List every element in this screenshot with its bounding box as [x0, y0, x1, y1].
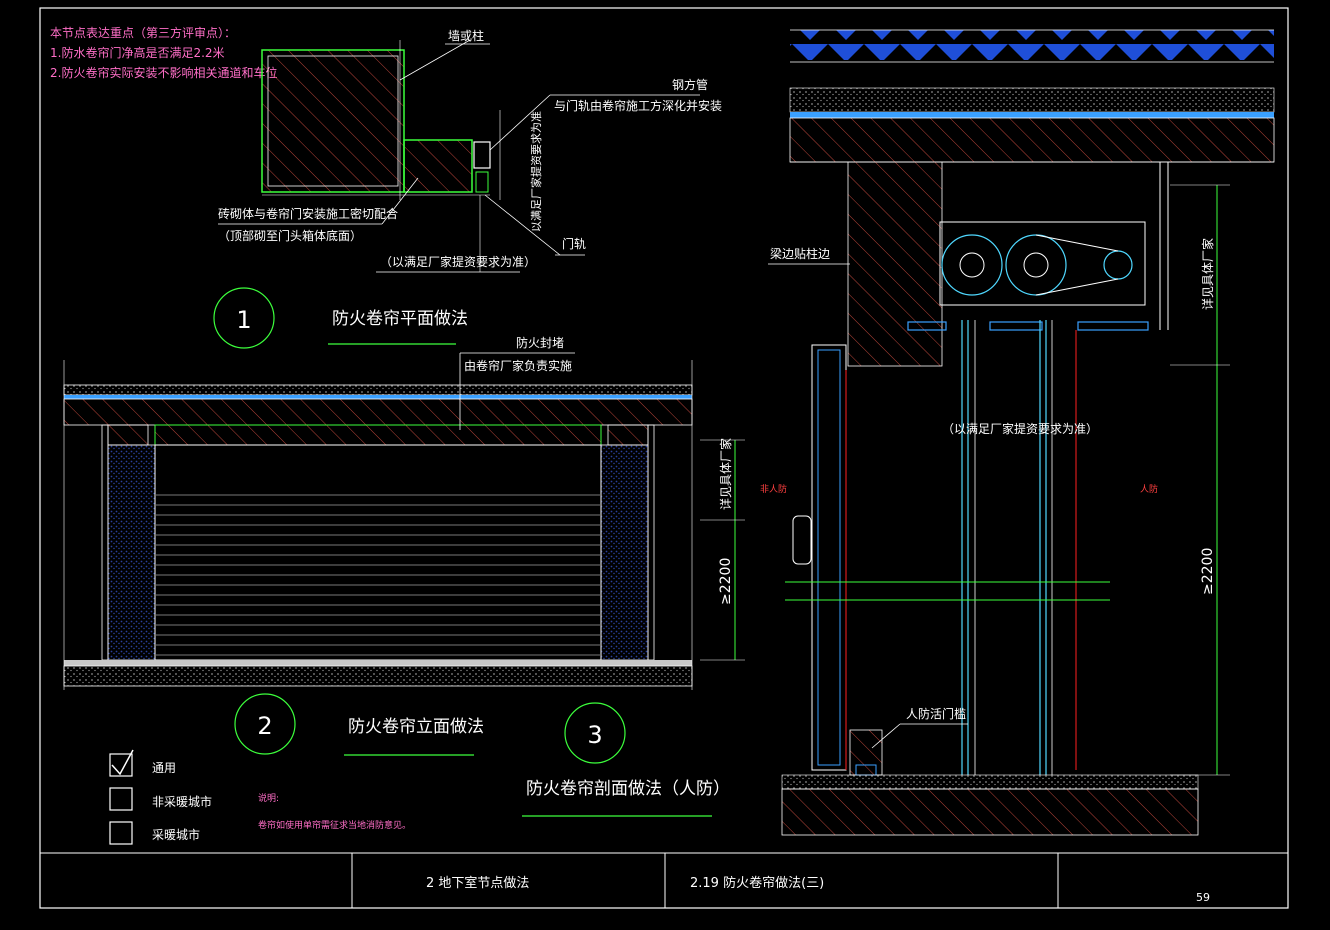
section-number-circle	[564, 702, 626, 764]
remark-text: 卷帘如使用单帘需征求当地消防意见。	[258, 819, 411, 831]
elevation-title: 防火卷帘立面做法	[348, 717, 484, 737]
section-dim-vendor: 详见具体厂家	[1200, 238, 1215, 310]
section-label-vendor: （以满足厂家提资要求为准）	[942, 421, 1098, 436]
plan-number: 1	[236, 306, 251, 334]
drawing-frame	[39, 7, 1289, 909]
section-label-non-cd: 非人防	[760, 483, 787, 495]
remark-title: 说明:	[258, 792, 279, 804]
section-title: 防火卷帘剖面做法（人防）	[526, 779, 730, 799]
section-beam	[847, 161, 943, 367]
elevation-detail: 防火封堵 由卷帘厂家负责实施 详见具体厂家 ≥2200 2 防火卷帘立面做法	[63, 335, 745, 756]
review-notes: 本节点表达重点（第三方评审点）： 1.防水卷帘门净高是否满足2.2米 2.防火卷…	[50, 25, 277, 80]
legend-check-icon	[111, 749, 134, 776]
elevation-shutter	[154, 444, 602, 661]
plan-label-steel: 钢方管	[672, 77, 708, 92]
plan-label-masonry-sub: （顶部砌至门头箱体底面）	[218, 228, 362, 243]
notes-item1: 1.防水卷帘门净高是否满足2.2米	[50, 45, 225, 60]
legend-checkbox-2	[109, 787, 133, 811]
section-number: 3	[587, 721, 602, 749]
title-bar: 2 地下室节点做法 2.19 防火卷帘做法(三) 59	[40, 852, 1288, 908]
section-dim-height: ≥2200	[1200, 548, 1216, 595]
plan-label-wall: 墙或柱	[448, 28, 484, 43]
legend: 通用 非采暖城市 采暖城市	[109, 749, 212, 845]
legend-item-1: 通用	[152, 761, 176, 775]
section-door-panel	[811, 344, 847, 771]
plan-label-masonry: 砖砌体与卷帘门安装施工密切配合	[218, 206, 398, 221]
elevation-label-seal-sub: 由卷帘厂家负责实施	[464, 358, 572, 373]
plan-masonry	[403, 139, 473, 193]
section-detail: 梁边贴柱边 （以满足厂家提资要求为准） 非人防 人防 详见具体厂家 ≥2200 …	[522, 29, 1275, 836]
plan-number-circle	[213, 287, 275, 349]
section-label-threshold: 人防活门槛	[906, 706, 966, 721]
legend-checkbox-1	[109, 753, 133, 777]
remark: 说明: 卷帘如使用单帘需征求当地消防意见。	[258, 792, 411, 831]
titlebar-chapter: 2 地下室节点做法	[426, 875, 529, 891]
elevation-number-circle	[234, 693, 296, 755]
plan-steel-tube	[473, 141, 491, 169]
notes-item2: 2.防火卷帘实际安装不影响相关通道和车位	[50, 65, 277, 80]
notes-title: 本节点表达重点（第三方评审点）：	[50, 25, 236, 40]
section-roller-box	[939, 221, 1146, 306]
plan-label-vendor: （以满足厂家提资要求为准）	[380, 254, 536, 269]
section-label-cd: 人防	[1140, 483, 1158, 495]
legend-item-2: 非采暖城市	[152, 794, 212, 809]
plan-detail: 墙或柱 钢方管 与门轨由卷帘施工方深化并安装 以满足厂家提资要求为准 砖砌体与卷…	[213, 28, 722, 349]
plan-label-vertical: 以满足厂家提资要求为准	[529, 111, 543, 232]
plan-label-steel-note: 与门轨由卷帘施工方深化并安装	[554, 98, 722, 113]
legend-item-3: 采暖城市	[152, 827, 200, 842]
elevation-dim-height: ≥2200	[718, 558, 734, 605]
legend-checkbox-3	[109, 821, 133, 845]
elevation-number: 2	[257, 712, 272, 740]
section-label-beam: 梁边贴柱边	[770, 246, 830, 261]
plan-column	[261, 49, 405, 193]
titlebar-page: 59	[1196, 891, 1210, 904]
plan-title: 防火卷帘平面做法	[332, 309, 468, 329]
plan-label-rail: 门轨	[562, 236, 586, 251]
elevation-label-seal: 防火封堵	[516, 335, 564, 350]
titlebar-sheet: 2.19 防火卷帘做法(三)	[690, 875, 824, 891]
elevation-dim-vendor: 详见具体厂家	[718, 438, 733, 510]
